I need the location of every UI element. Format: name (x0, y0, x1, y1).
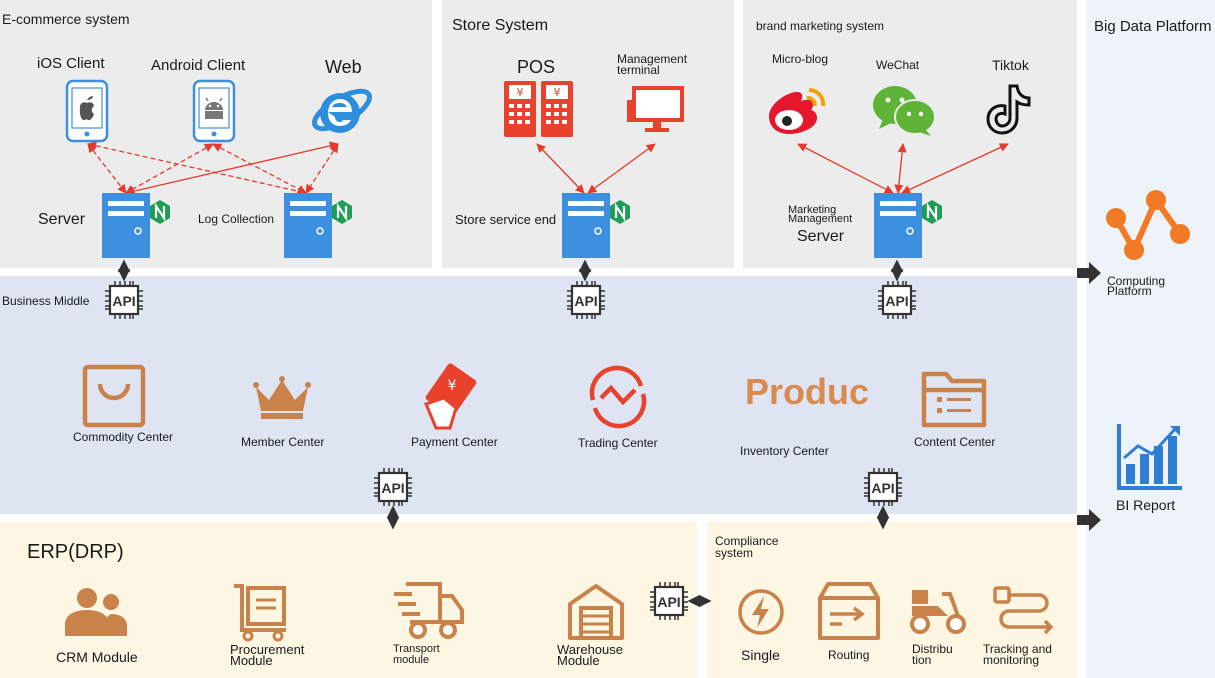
lightning-icon (738, 589, 784, 635)
computing-label-l2: Platform (1107, 284, 1152, 298)
api-chip-ecommerce: API (105, 281, 143, 319)
nginx-icon (926, 202, 938, 222)
wechat-label: WeChat (876, 58, 920, 72)
svg-text:API: API (885, 293, 908, 309)
bi-report-chart-icon (1117, 424, 1182, 490)
procurement-label-l1: Procurement (230, 642, 305, 657)
member-center-label: Member Center (241, 435, 325, 449)
scooter-icon (910, 590, 966, 634)
transport-label-l2: module (393, 654, 430, 666)
log-server-icon (284, 193, 352, 258)
store-server-icon (562, 193, 630, 258)
tracking-route-icon (993, 586, 1054, 635)
monitor-icon (627, 86, 684, 132)
log-collection-label: Log Collection (198, 212, 275, 226)
brand-title: brand marketing system (756, 19, 885, 33)
server-label: Server (38, 211, 86, 228)
shopping-bag-icon (82, 364, 146, 428)
store-title: Store System (452, 17, 549, 34)
bigdata-panel (1086, 0, 1215, 678)
bi-report-label: BI Report (1116, 497, 1176, 513)
compliance-panel (707, 522, 1077, 678)
pos-label: POS (517, 57, 556, 77)
crm-module-label: CRM Module (56, 649, 138, 665)
computing-platform-icon (1106, 190, 1190, 260)
ios-phone-icon (65, 79, 109, 143)
marketing-server-icon (874, 193, 942, 258)
nginx-icon (154, 202, 166, 222)
api-chip-middle-right: API (864, 468, 902, 506)
payment-center-label: Payment Center (411, 435, 498, 449)
store-service-label: Store service end (455, 212, 557, 227)
marketing-label-l1: Marketing (788, 204, 837, 216)
produc-text: Produc (745, 371, 870, 412)
svg-text:API: API (574, 293, 597, 309)
distribution-label-l1: Distribu (912, 642, 953, 656)
internet-explorer-icon (311, 88, 373, 133)
erp-title: ERP(DRP) (27, 541, 124, 563)
weibo-icon (769, 87, 826, 134)
nginx-icon (336, 202, 348, 222)
server-icon (102, 193, 170, 258)
api-chip-store: API (567, 281, 605, 319)
warehouse-icon (568, 584, 624, 640)
computing-label-l1: Computing (1107, 274, 1166, 288)
svg-text:¥: ¥ (517, 86, 524, 99)
compliance-title-l2: system (715, 546, 754, 560)
inventory-center-label: Inventory Center (740, 444, 829, 458)
web-label: Web (325, 57, 362, 77)
tracking-label-l1: Tracking and (983, 642, 1052, 656)
svg-text:¥: ¥ (448, 378, 457, 394)
ios-client-label: iOS Client (37, 55, 105, 72)
svg-text:API: API (381, 480, 404, 496)
procurement-cart-icon (234, 584, 286, 642)
api-chip-erp: API (650, 582, 688, 620)
wechat-icon (873, 86, 936, 136)
delivery-truck-icon (394, 582, 464, 639)
distribution-label-l2: tion (912, 653, 932, 667)
api-chip-middle-left: API (374, 468, 412, 506)
content-center-label: Content Center (914, 435, 996, 449)
management-terminal-l2: terminal (617, 63, 660, 77)
payment-card-icon: ¥ (423, 363, 477, 430)
marketing-label-l3: Server (797, 228, 845, 245)
warehouse-label-l1: Warehouse (557, 642, 623, 657)
svg-text:API: API (112, 293, 135, 309)
routing-label: Routing (828, 648, 870, 662)
commodity-center-label: Commodity Center (73, 430, 174, 444)
transport-label-l1: Transport (393, 643, 440, 655)
marketing-label-l2: Management (788, 213, 853, 225)
android-client-label: Android Client (151, 57, 246, 74)
nginx-icon (614, 202, 626, 222)
crm-users-icon (65, 588, 127, 636)
tiktok-icon (986, 84, 1031, 135)
folder-icon (921, 371, 987, 428)
api-chip-brand: API (878, 281, 916, 319)
middle-title: Business Middle (2, 294, 90, 308)
crown-icon (253, 376, 311, 419)
android-phone-icon (192, 79, 236, 143)
trading-center-label: Trading Center (578, 436, 658, 450)
tracking-label-l2: monitoring (983, 653, 1040, 667)
trading-exchange-icon (589, 365, 647, 429)
bigdata-title: Big Data Platform (1094, 18, 1212, 35)
ecommerce-title: E-commerce system (2, 11, 130, 27)
management-terminal-l1: Management (617, 52, 688, 66)
single-label: Single (741, 647, 780, 663)
procurement-label-l2: Module (230, 653, 273, 668)
pos-terminal-icon: ¥ ¥ (504, 81, 573, 137)
svg-text:API: API (871, 480, 894, 496)
compliance-title-l1: Compliance (715, 534, 779, 548)
svg-text:¥: ¥ (554, 86, 561, 99)
routing-box-icon (818, 582, 880, 640)
tiktok-label: Tiktok (992, 57, 1029, 73)
svg-text:API: API (657, 594, 680, 610)
warehouse-label-l2: Module (557, 653, 600, 668)
microblog-label: Micro-blog (772, 52, 829, 66)
